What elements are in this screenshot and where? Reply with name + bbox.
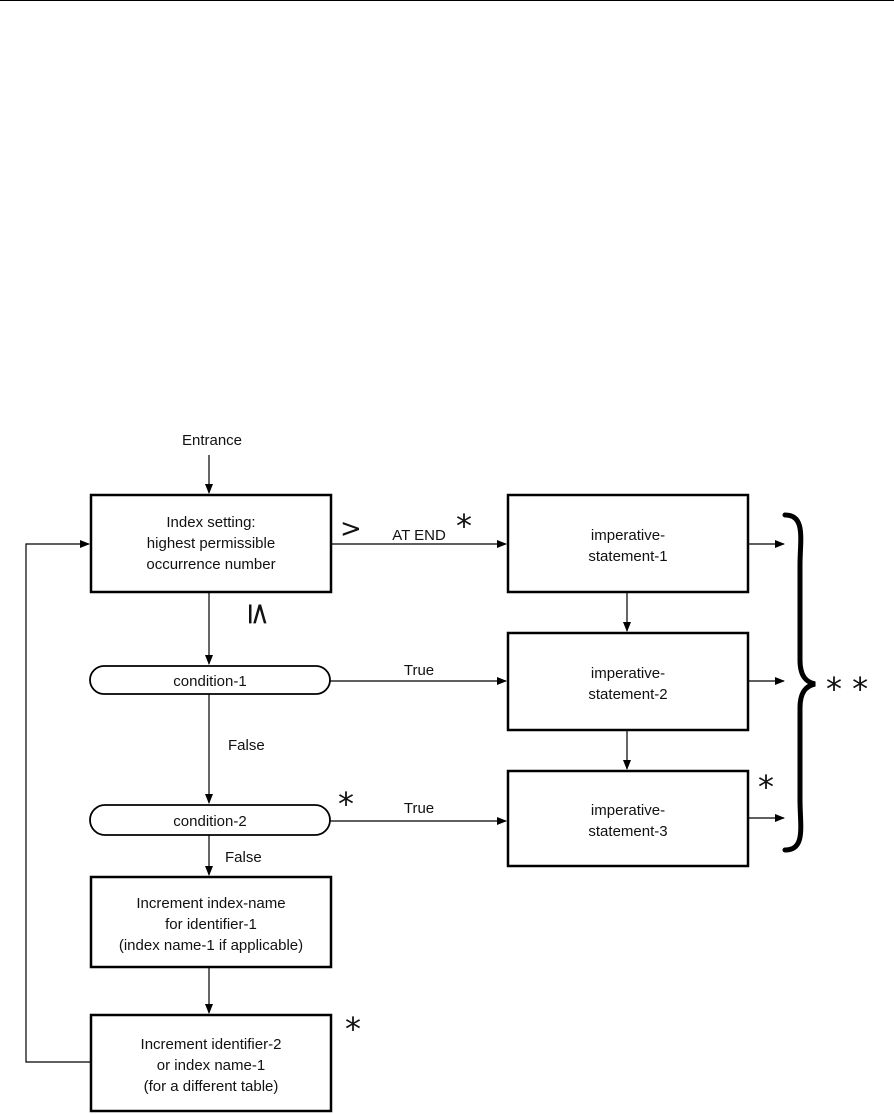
less-equal-symbol: ≤ bbox=[241, 601, 276, 626]
condition2-asterisk: * bbox=[338, 785, 354, 823]
increment-identifier-asterisk: * bbox=[345, 1010, 361, 1048]
condition2-true-label: True bbox=[404, 800, 434, 817]
statement1-line-1: imperative- bbox=[591, 527, 665, 544]
condition1-true-label: True bbox=[404, 662, 434, 679]
statement3-asterisk: * bbox=[758, 768, 774, 806]
condition2-label: condition-2 bbox=[173, 813, 246, 830]
condition2-false-label: False bbox=[225, 849, 262, 866]
increment-index-line-1: Increment index-name bbox=[136, 895, 285, 912]
at-end-asterisk: * bbox=[456, 507, 472, 545]
increment-identifier-line-3: (for a different table) bbox=[144, 1078, 279, 1095]
statement2-line-1: imperative- bbox=[591, 665, 665, 682]
page-top-rule bbox=[0, 0, 894, 1]
increment-index-line-3: (index name-1 if applicable) bbox=[119, 937, 303, 954]
statement2-box bbox=[506, 631, 750, 732]
increment-identifier-line-1: Increment identifier-2 bbox=[141, 1036, 282, 1053]
condition2-pill bbox=[89, 804, 331, 836]
index-setting-line-3: occurrence number bbox=[146, 556, 275, 573]
statement2-line-2: statement-2 bbox=[588, 686, 667, 703]
brace-double-asterisk: * * bbox=[826, 670, 868, 708]
condition1-label: condition-1 bbox=[173, 673, 246, 690]
entrance-label: Entrance bbox=[182, 432, 242, 449]
condition1-false-label: False bbox=[228, 737, 265, 754]
at-end-label: AT END bbox=[392, 527, 446, 544]
increment-index-box bbox=[89, 875, 333, 969]
index-setting-line-2: highest permissible bbox=[147, 535, 275, 552]
loop-back-arrow bbox=[25, 540, 91, 1063]
statement3-line-2: statement-3 bbox=[588, 823, 667, 840]
increment-identifier-box bbox=[89, 1013, 333, 1113]
index-setting-box bbox=[89, 493, 333, 594]
index-setting-line-1: Index setting: bbox=[166, 514, 255, 531]
grouping-brace bbox=[782, 512, 816, 853]
statement3-box bbox=[506, 769, 750, 868]
statement3-line-1: imperative- bbox=[591, 802, 665, 819]
statement1-line-2: statement-1 bbox=[588, 548, 667, 565]
greater-than-symbol: > bbox=[340, 514, 362, 544]
increment-index-line-2: for identifier-1 bbox=[165, 916, 257, 933]
increment-identifier-line-2: or index name-1 bbox=[157, 1057, 265, 1074]
condition1-pill bbox=[89, 665, 331, 695]
statement1-box bbox=[506, 493, 750, 594]
